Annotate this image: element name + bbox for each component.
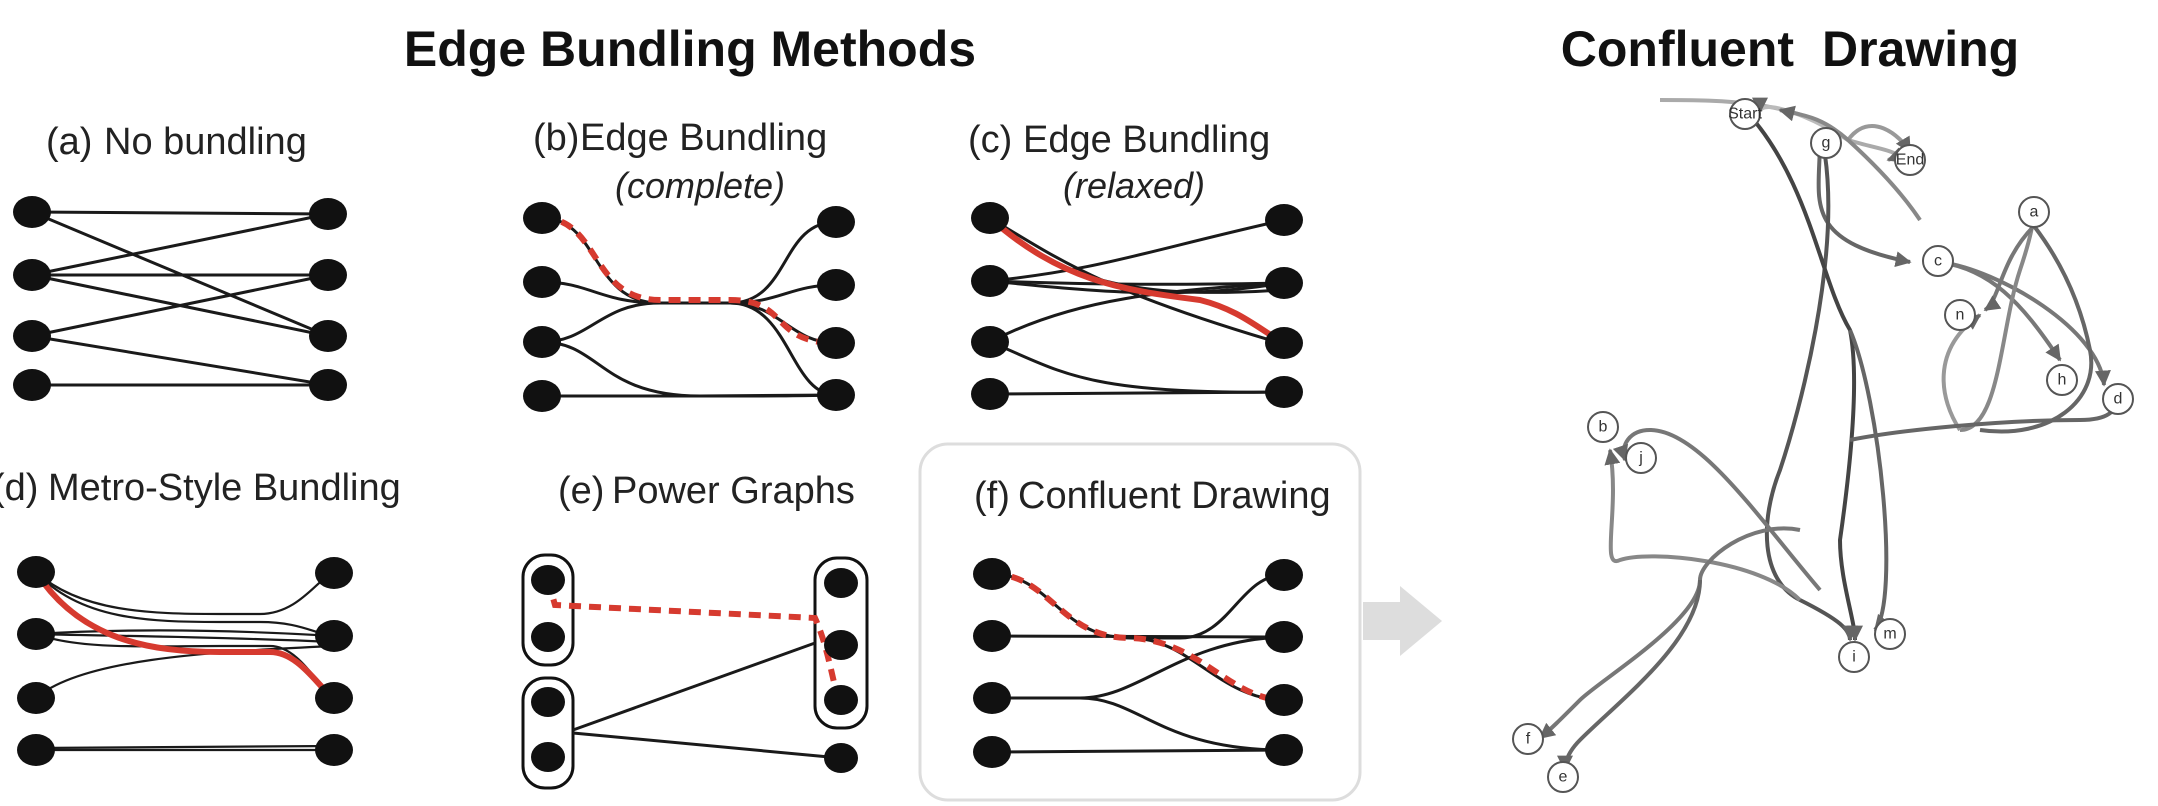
panel-b-title: Edge Bundling bbox=[580, 117, 827, 159]
panel-d: (d) Metro-Style Bundling bbox=[0, 467, 401, 766]
node-n: n bbox=[1944, 299, 1976, 331]
node-h: h bbox=[2046, 364, 2078, 396]
svg-text:e: e bbox=[1559, 769, 1568, 786]
heading-edge-bundling: Edge Bundling Methods bbox=[404, 21, 976, 77]
panel-a-nodes bbox=[13, 196, 347, 401]
panel-f: (f) Confluent Drawing bbox=[918, 442, 1362, 802]
confluent-nodes: Start g End a c n h d b j i m f e bbox=[1512, 98, 2134, 793]
svg-text:m: m bbox=[1883, 626, 1896, 643]
panel-b-nodes bbox=[523, 202, 855, 412]
panel-c-nodes bbox=[971, 202, 1303, 410]
transition-arrow bbox=[1363, 586, 1442, 656]
svg-text:h: h bbox=[2058, 372, 2067, 389]
node-d: d bbox=[2102, 383, 2134, 415]
panel-d-nodes bbox=[17, 556, 353, 766]
svg-text:Start: Start bbox=[1728, 106, 1762, 123]
svg-text:n: n bbox=[1956, 307, 1965, 324]
panel-e-label: (e) bbox=[558, 470, 604, 512]
node-g: g bbox=[1810, 127, 1842, 159]
panel-e-edges bbox=[545, 579, 841, 760]
panel-c: (c) Edge Bundling (relaxed) bbox=[968, 119, 1303, 410]
svg-text:d: d bbox=[2114, 391, 2123, 408]
svg-text:j: j bbox=[1638, 450, 1643, 467]
node-i: i bbox=[1838, 641, 1870, 673]
node-a: a bbox=[2018, 196, 2050, 228]
confluent-edges bbox=[1538, 97, 2120, 772]
svg-text:i: i bbox=[1852, 649, 1856, 666]
heading-confluent-part2: Drawing bbox=[1822, 21, 2019, 77]
heading-confluent-drawing: Confluent Drawing bbox=[1561, 21, 2019, 77]
node-j: j bbox=[1625, 442, 1657, 474]
panel-c-subtitle: (relaxed) bbox=[1063, 165, 1205, 206]
node-f: f bbox=[1512, 723, 1544, 755]
svg-text:g: g bbox=[1822, 135, 1831, 152]
panel-f-frame bbox=[918, 442, 1362, 802]
heading-confluent-part1: Confluent bbox=[1561, 21, 1795, 77]
node-end: End bbox=[1894, 144, 1926, 176]
panel-e: (e) Power Graphs bbox=[521, 470, 869, 790]
panel-d-title: Metro-Style Bundling bbox=[48, 467, 401, 509]
node-c: c bbox=[1922, 245, 1954, 277]
panel-f-edges bbox=[991, 571, 1285, 754]
svg-text:End: End bbox=[1896, 152, 1924, 169]
panel-d-label: (d) bbox=[0, 467, 38, 509]
svg-text:c: c bbox=[1934, 253, 1942, 270]
panel-a-edges bbox=[31, 210, 329, 387]
panel-b-edges bbox=[541, 215, 837, 398]
panel-b-label: (b) bbox=[533, 117, 579, 159]
panel-c-label: (c) bbox=[968, 119, 1012, 161]
panel-f-label: (f) bbox=[974, 475, 1010, 517]
panel-c-edges bbox=[988, 215, 1286, 396]
panel-e-title: Power Graphs bbox=[612, 470, 855, 512]
node-e: e bbox=[1547, 761, 1579, 793]
svg-text:b: b bbox=[1599, 419, 1608, 436]
confluent-graph: Start g End a c n h d b j i m f e bbox=[1512, 97, 2134, 793]
panel-c-title: Edge Bundling bbox=[1023, 119, 1270, 161]
panel-a-label: (a) bbox=[46, 121, 92, 163]
node-m: m bbox=[1874, 618, 1906, 650]
node-start: Start bbox=[1728, 98, 1762, 130]
panel-a-title: No bundling bbox=[104, 121, 307, 163]
svg-text:f: f bbox=[1526, 731, 1531, 748]
svg-text:a: a bbox=[2030, 204, 2039, 221]
panel-f-nodes bbox=[973, 558, 1303, 768]
panel-b-subtitle: (complete) bbox=[615, 165, 785, 206]
panel-e-groups bbox=[521, 553, 869, 790]
panel-d-edges bbox=[33, 570, 336, 752]
panel-b: (b) Edge Bundling (complete) bbox=[523, 117, 855, 412]
panel-e-nodes bbox=[531, 565, 858, 773]
node-b: b bbox=[1587, 411, 1619, 443]
panel-f-title: Confluent Drawing bbox=[1018, 475, 1331, 517]
panel-a: (a) No bundling bbox=[13, 121, 347, 401]
